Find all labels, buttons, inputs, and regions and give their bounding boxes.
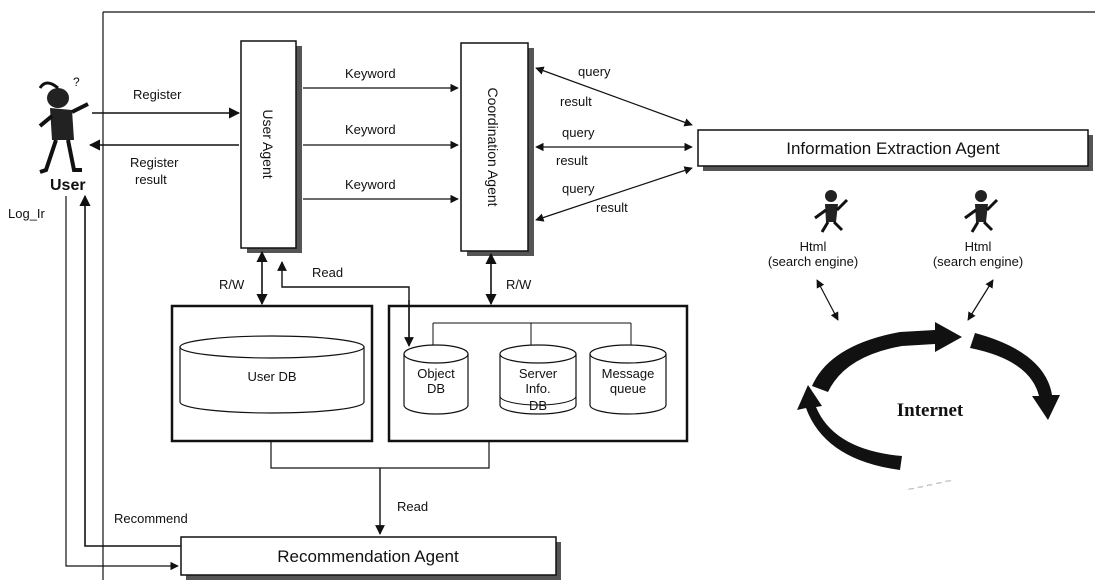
query-label-3: query: [562, 181, 595, 196]
html-label-1a: Html: [800, 239, 827, 254]
read-arrow-bottom: [270, 441, 490, 469]
recommend-label: Recommend: [114, 511, 188, 526]
svg-text:~ ~ ~ ~ ~: ~ ~ ~ ~ ~: [907, 475, 953, 496]
register-result-label-1: Register: [130, 155, 179, 170]
info-extraction-agent-box: [697, 129, 1089, 167]
object-db-cylinder-icon: [403, 344, 469, 415]
server-info-db-cylinder-icon: [499, 344, 577, 415]
log-in-arrow: [65, 196, 179, 571]
query-result-arrow-1: [535, 66, 693, 127]
query-result-arrow-3: [535, 166, 693, 222]
coordination-agent-label: Coordination Agent: [485, 87, 501, 206]
robot-2-icon: [964, 190, 999, 233]
object-db-label-1: Object: [417, 366, 455, 381]
svg-text:?: ?: [73, 75, 80, 89]
server-info-db-label-2: Info.: [525, 381, 550, 396]
register-label: Register: [133, 87, 182, 102]
keyword-label-2: Keyword: [345, 122, 396, 137]
read-label-bottom: Read: [397, 499, 428, 514]
rw-label-right: R/W: [506, 277, 532, 292]
internet-label: Internet: [897, 400, 964, 421]
object-db-label-2: DB: [427, 381, 445, 396]
result-label-1: result: [560, 94, 592, 109]
read-label-top: Read: [312, 265, 343, 280]
message-queue-cylinder-icon: [589, 344, 667, 415]
log-in-label: Log_Ir: [8, 206, 46, 221]
server-info-db-label-3: DB: [529, 398, 547, 413]
user-agent-box: [240, 40, 297, 249]
keyword-label-3: Keyword: [345, 177, 396, 192]
html-label-2a: Html: [965, 239, 992, 254]
html-internet-arrow-2: [967, 279, 994, 321]
recommendation-agent-box: [180, 536, 557, 576]
result-label-2: result: [556, 153, 588, 168]
recommend-arrow: [79, 194, 181, 547]
user-figure-icon: ?: [38, 75, 89, 174]
rw-label-left: R/W: [219, 277, 245, 292]
user-label: User: [50, 177, 86, 194]
query-label-1: query: [578, 64, 611, 79]
user-db-cylinder-icon: [179, 335, 365, 414]
keyword-label-1: Keyword: [345, 66, 396, 81]
message-queue-label-1: Message: [602, 366, 655, 381]
html-label-1b: (search engine): [768, 254, 858, 269]
coordination-agent-box: [460, 42, 529, 252]
query-label-2: query: [562, 125, 595, 140]
user-db-label: User DB: [247, 369, 296, 384]
info-extraction-agent-label: Information Extraction Agent: [786, 139, 1000, 158]
message-queue-label-2: queue: [610, 381, 646, 396]
robot-1-icon: [814, 190, 849, 233]
html-internet-arrow-1: [816, 279, 839, 321]
register-result-label-2: result: [135, 172, 167, 187]
html-label-2b: (search engine): [933, 254, 1023, 269]
result-label-3: result: [596, 200, 628, 215]
server-info-db-label-1: Server: [519, 366, 558, 381]
user-agent-label: User Agent: [260, 109, 276, 178]
recommendation-agent-label: Recommendation Agent: [277, 547, 459, 566]
